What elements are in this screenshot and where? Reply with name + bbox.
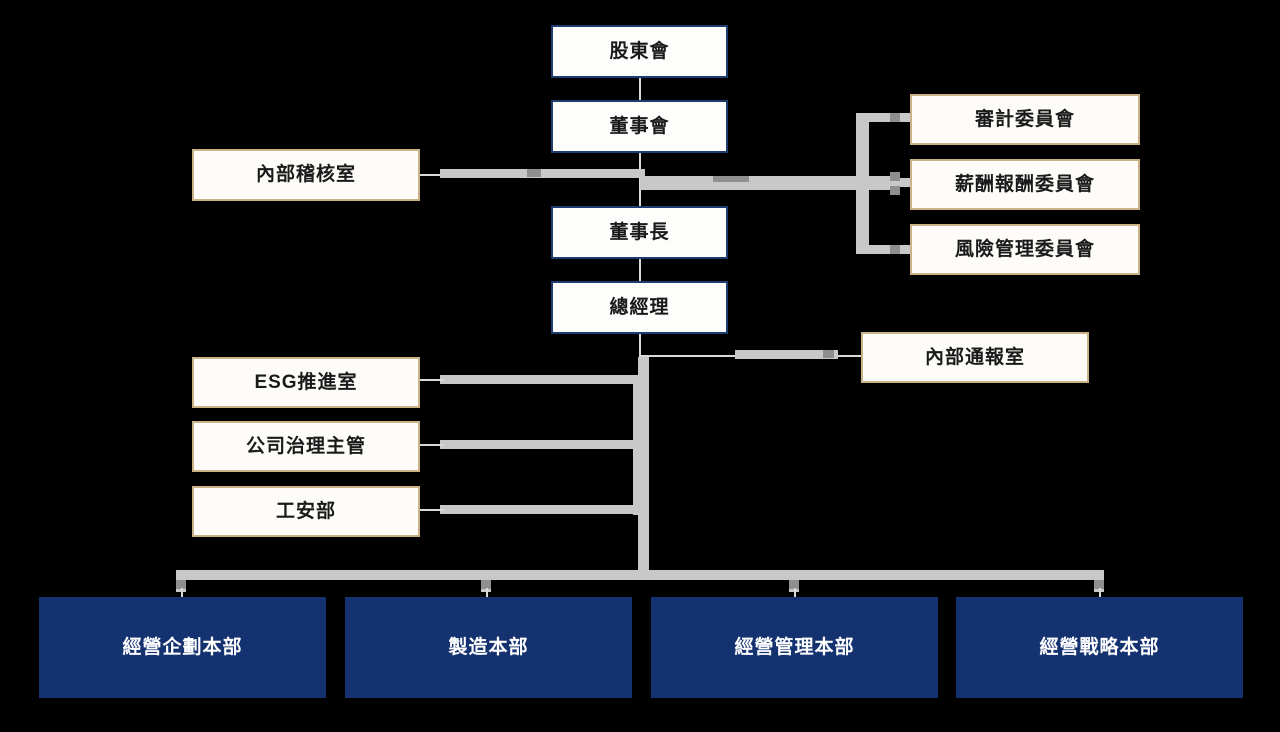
node-board[interactable]: 董事會 [551, 100, 728, 153]
node-risk-committee[interactable]: 風險管理委員會 [910, 224, 1140, 275]
connector-division-drop-2-cap [481, 580, 491, 589]
connector-division-bus [176, 570, 1104, 580]
connector-branch-safety-department [440, 505, 640, 514]
connector-internal-audit-bar [440, 169, 645, 178]
connector-board-committee-trunk-cap [713, 176, 749, 182]
node-esg-office[interactable]: ESG推進室 [192, 357, 420, 408]
node-chairman[interactable]: 董事長 [551, 206, 728, 259]
connector-branch-audit-committee-cap [890, 113, 900, 122]
connector-division-stem-3 [794, 588, 796, 598]
connector-branch-compensation-committee [856, 178, 912, 187]
connector-branch-compensation-committee-cap2 [890, 186, 900, 195]
connector-whistleblowing-endcap [823, 350, 834, 358]
node-whistleblowing-office-label: 內部通報室 [924, 346, 1025, 368]
node-business-management-hq-label: 經營管理本部 [734, 636, 855, 658]
node-chairman-label: 董事長 [609, 221, 670, 243]
node-internal-audit-office[interactable]: 內部稽核室 [192, 149, 420, 201]
node-esg-office-label: ESG推進室 [254, 371, 358, 393]
node-safety-department-label: 工安部 [275, 500, 336, 522]
node-business-strategy-hq[interactable]: 經營戰略本部 [956, 597, 1243, 698]
node-business-planning-hq-label: 經營企劃本部 [122, 636, 243, 658]
node-shareholders[interactable]: 股東會 [551, 25, 728, 78]
connector-president-drop-thin [639, 333, 641, 359]
connector-president-trunk [638, 357, 649, 576]
connector-whistleblowing-bar [735, 350, 838, 359]
connector-board-committee-trunk [640, 176, 890, 190]
connector-branch-corporate-governance-rule [420, 444, 444, 446]
node-corporate-governance-officer[interactable]: 公司治理主管 [192, 421, 420, 472]
connector-internal-audit-endcap [527, 169, 541, 177]
connector-branch-esg-office [440, 375, 640, 384]
node-manufacturing-hq[interactable]: 製造本部 [345, 597, 632, 698]
node-shareholders-label: 股東會 [609, 40, 670, 62]
node-board-label: 董事會 [609, 115, 670, 137]
connector-branch-corporate-governance [440, 440, 640, 449]
node-business-planning-hq[interactable]: 經營企劃本部 [39, 597, 326, 698]
connector-branch-risk-committee-cap [890, 245, 900, 254]
node-risk-committee-label: 風險管理委員會 [954, 238, 1095, 260]
node-business-strategy-hq-label: 經營戰略本部 [1039, 636, 1160, 658]
connector-division-drop-4-cap [1094, 580, 1104, 589]
node-president-label: 總經理 [609, 296, 670, 318]
connector-division-stem-1 [181, 588, 183, 598]
connector-branch-compensation-committee-cap [890, 172, 900, 181]
connector-division-stem-4 [1099, 588, 1101, 598]
node-business-management-hq[interactable]: 經營管理本部 [651, 597, 938, 698]
node-whistleblowing-office[interactable]: 內部通報室 [861, 332, 1089, 383]
connector-shareholders-board [639, 77, 641, 101]
node-audit-committee-label: 審計委員會 [974, 108, 1075, 130]
connector-division-stem-2 [486, 588, 488, 598]
connector-branch-audit-committee [856, 113, 912, 122]
connector-branch-esg-office-rule [420, 379, 444, 381]
node-safety-department[interactable]: 工安部 [192, 486, 420, 537]
node-internal-audit-office-label: 內部稽核室 [255, 164, 356, 186]
node-manufacturing-hq-label: 製造本部 [448, 636, 529, 658]
connector-chairman-president [639, 258, 641, 282]
node-compensation-committee[interactable]: 薪酬報酬委員會 [910, 159, 1140, 210]
connector-branch-risk-committee [856, 245, 912, 254]
node-corporate-governance-officer-label: 公司治理主管 [245, 435, 366, 457]
connector-division-drop-3-cap [789, 580, 799, 589]
node-audit-committee[interactable]: 審計委員會 [910, 94, 1140, 145]
node-president[interactable]: 總經理 [551, 281, 728, 334]
connector-branch-safety-department-rule [420, 509, 444, 511]
node-compensation-committee-label: 薪酬報酬委員會 [954, 173, 1095, 195]
connector-division-drop-1-cap [176, 580, 186, 589]
